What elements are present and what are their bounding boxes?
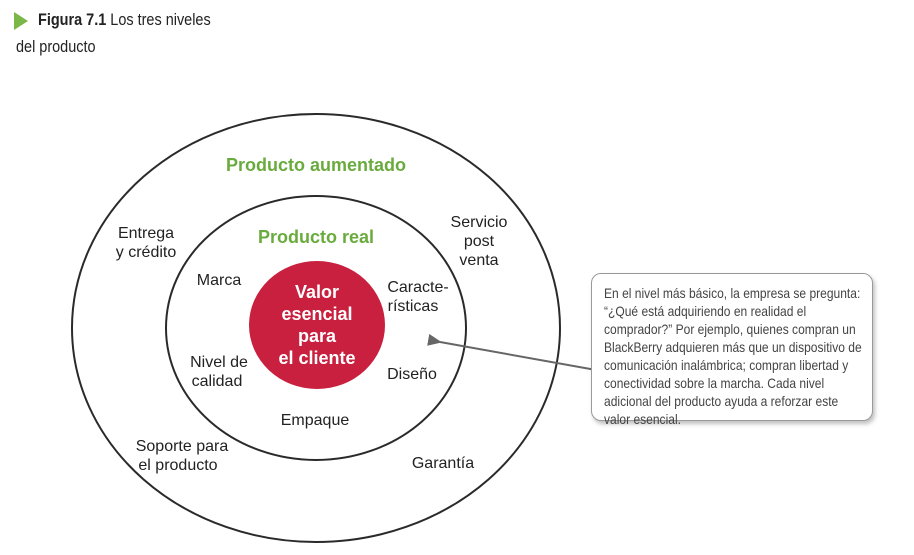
warranty-label: Garantía xyxy=(412,455,474,472)
caption-arrow-icon xyxy=(14,12,28,30)
support-label-2: el producto xyxy=(138,457,217,474)
core-value-line-3: para xyxy=(298,326,337,346)
service-label-2: post xyxy=(464,233,495,250)
core-value-line-1: Valor xyxy=(295,282,339,302)
design-label: Diseño xyxy=(387,366,437,383)
brand-label: Marca xyxy=(197,272,242,289)
caption-line-1: Figura 7.1 Los tres niveles xyxy=(38,10,211,30)
augmented-product-title: Producto aumentado xyxy=(226,155,406,175)
delivery-label-2: y crédito xyxy=(116,244,177,261)
core-value-line-2: esencial xyxy=(281,304,352,324)
features-label-1: Caracte- xyxy=(387,279,448,296)
caption-line-2: del producto xyxy=(16,37,96,56)
actual-product-title: Producto real xyxy=(258,227,374,247)
explanation-note: En el nivel más básico, la empresa se pr… xyxy=(591,273,873,427)
figure-label: Figura 7.1 xyxy=(38,10,107,29)
support-label-1: Soporte para xyxy=(136,438,229,455)
service-label-1: Servicio xyxy=(451,214,508,231)
service-label-3: venta xyxy=(459,252,498,269)
delivery-label-1: Entrega xyxy=(118,225,174,242)
core-value-circle xyxy=(249,261,385,389)
explanation-text: En el nivel más básico, la empresa se pr… xyxy=(604,285,862,427)
core-value-line-4: el cliente xyxy=(278,348,355,368)
caption-title: Los tres niveles xyxy=(110,10,211,29)
packaging-label: Empaque xyxy=(281,412,350,429)
quality-label-2: calidad xyxy=(192,373,243,390)
quality-label-1: Nivel de xyxy=(190,354,248,371)
pointer-arrow xyxy=(427,333,597,371)
features-label-2: rísticas xyxy=(388,298,439,315)
